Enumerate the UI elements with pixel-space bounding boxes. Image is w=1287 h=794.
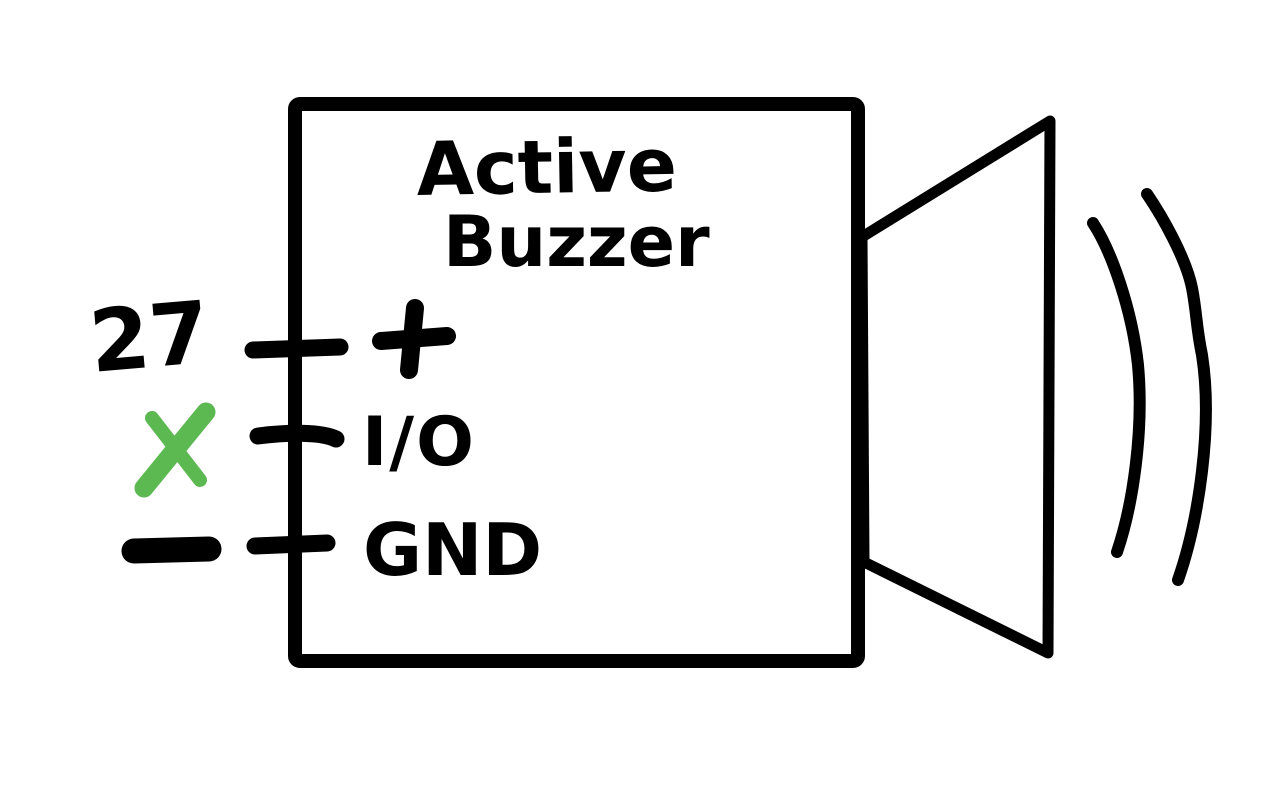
- sound-wave-outer: [1141, 188, 1212, 586]
- pin-label-io: I/O: [362, 403, 476, 482]
- x-stroke-thick: [134, 402, 216, 498]
- x-marker-icon: [134, 402, 216, 498]
- component-title-line1: Active: [416, 122, 678, 213]
- minus-marker-icon: [121, 536, 222, 564]
- plus-vertical-stroke: [400, 299, 424, 379]
- pin-label-gnd: GND: [363, 508, 542, 592]
- pin-stub-io: [249, 424, 345, 448]
- pin-stub-plus: [244, 338, 349, 359]
- sound-wave-inner: [1087, 217, 1146, 558]
- speaker-cone-icon: [856, 115, 1056, 659]
- sound-waves-icon: [1087, 188, 1212, 586]
- pin-stub-gnd: [246, 534, 336, 555]
- component-title-line2: Buzzer: [443, 201, 710, 283]
- external-marker-gpio-number: 27: [86, 283, 214, 393]
- pin-label-plus: [372, 299, 456, 379]
- minus-stroke: [121, 536, 222, 564]
- pin-stubs: [244, 338, 349, 555]
